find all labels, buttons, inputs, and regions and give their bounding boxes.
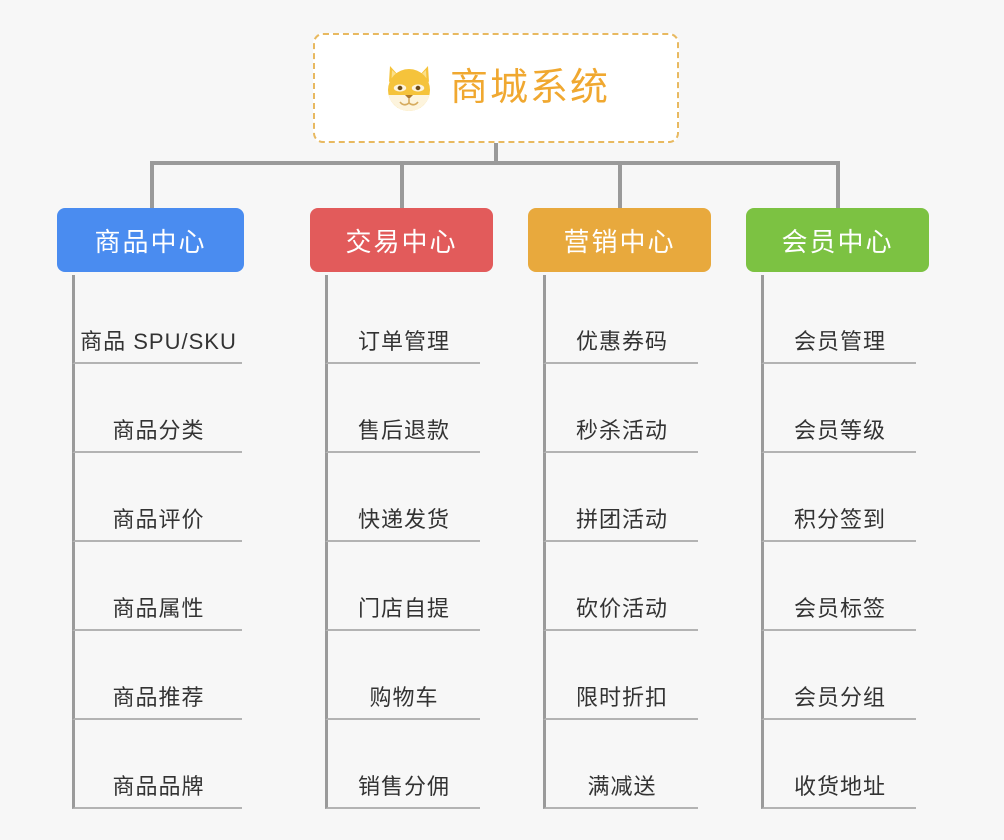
leaf-item-label: 门店自提	[357, 596, 450, 621]
leaf-item[interactable]: 商品属性	[72, 542, 242, 631]
leaf-item[interactable]: 商品评价	[72, 453, 242, 542]
leaf-item[interactable]: 快递发货	[325, 453, 480, 542]
shiba-dog-icon	[382, 62, 436, 114]
leaf-item-label: 订单管理	[357, 329, 450, 354]
leaf-item-label: 积分签到	[793, 507, 886, 532]
leaf-item[interactable]: 积分签到	[761, 453, 916, 542]
root-stem-connector	[494, 143, 498, 163]
leaf-item[interactable]: 商品品牌	[72, 720, 242, 809]
category-label: 会员中心	[781, 226, 894, 257]
horizontal-bus-connector	[150, 161, 840, 165]
leaf-item-label: 会员管理	[793, 329, 886, 354]
leaf-item-label: 商品分类	[112, 418, 205, 443]
leaf-item[interactable]: 销售分佣	[325, 720, 480, 809]
leaf-item[interactable]: 秒杀活动	[543, 364, 698, 453]
leaf-item[interactable]: 优惠券码	[543, 275, 698, 364]
leaf-item[interactable]: 拼团活动	[543, 453, 698, 542]
leaf-item-label: 销售分佣	[357, 774, 450, 799]
leaf-item-label: 商品评价	[112, 507, 205, 532]
leaf-item-label: 商品属性	[112, 596, 205, 621]
leaf-item[interactable]: 订单管理	[325, 275, 480, 364]
leaf-item-label: 优惠券码	[575, 329, 668, 354]
leaf-item[interactable]: 商品 SPU/SKU	[72, 275, 242, 364]
leaf-item[interactable]: 门店自提	[325, 542, 480, 631]
category-box-marketing[interactable]: 营销中心	[528, 208, 711, 272]
category-label: 商品中心	[94, 226, 207, 257]
leaf-item-label: 售后退款	[357, 418, 450, 443]
leaf-item[interactable]: 限时折扣	[543, 631, 698, 720]
leaf-item[interactable]: 收货地址	[761, 720, 916, 809]
leaf-item-label: 快递发货	[357, 507, 450, 532]
category-label: 营销中心	[563, 226, 676, 257]
leaf-item-label: 商品 SPU/SKU	[80, 329, 237, 354]
leaf-item-label: 砍价活动	[575, 596, 668, 621]
root-title: 商城系统	[449, 67, 610, 109]
leaf-item-label: 会员等级	[793, 418, 886, 443]
leaf-item-label: 限时折扣	[575, 685, 668, 710]
leaf-item[interactable]: 商品推荐	[72, 631, 242, 720]
leaf-item[interactable]: 会员标签	[761, 542, 916, 631]
drop-connector-4	[836, 161, 840, 209]
drop-connector-2	[400, 161, 404, 209]
leaf-item-label: 会员标签	[793, 596, 886, 621]
leaf-item[interactable]: 会员管理	[761, 275, 916, 364]
leaf-item-label: 购物车	[369, 685, 439, 710]
leaf-item-label: 收货地址	[793, 774, 886, 799]
leaf-item[interactable]: 满减送	[543, 720, 698, 809]
drop-connector-3	[618, 161, 622, 209]
root-node[interactable]: 商城系统	[313, 33, 679, 143]
leaf-item-label: 商品推荐	[112, 685, 205, 710]
category-box-trade[interactable]: 交易中心	[310, 208, 493, 272]
leaf-item[interactable]: 砍价活动	[543, 542, 698, 631]
leaf-item[interactable]: 会员分组	[761, 631, 916, 720]
category-label: 交易中心	[345, 226, 458, 257]
category-box-product[interactable]: 商品中心	[57, 208, 244, 272]
leaf-item[interactable]: 售后退款	[325, 364, 480, 453]
leaf-item-label: 商品品牌	[112, 774, 205, 799]
leaf-item[interactable]: 购物车	[325, 631, 480, 720]
leaf-item-label: 满减送	[587, 774, 657, 799]
leaf-item[interactable]: 商品分类	[72, 364, 242, 453]
leaf-item-label: 秒杀活动	[575, 418, 668, 443]
leaf-item-label: 会员分组	[793, 685, 886, 710]
leaf-item[interactable]: 会员等级	[761, 364, 916, 453]
leaf-item-label: 拼团活动	[575, 507, 668, 532]
drop-connector-1	[150, 161, 154, 209]
category-box-member[interactable]: 会员中心	[746, 208, 929, 272]
